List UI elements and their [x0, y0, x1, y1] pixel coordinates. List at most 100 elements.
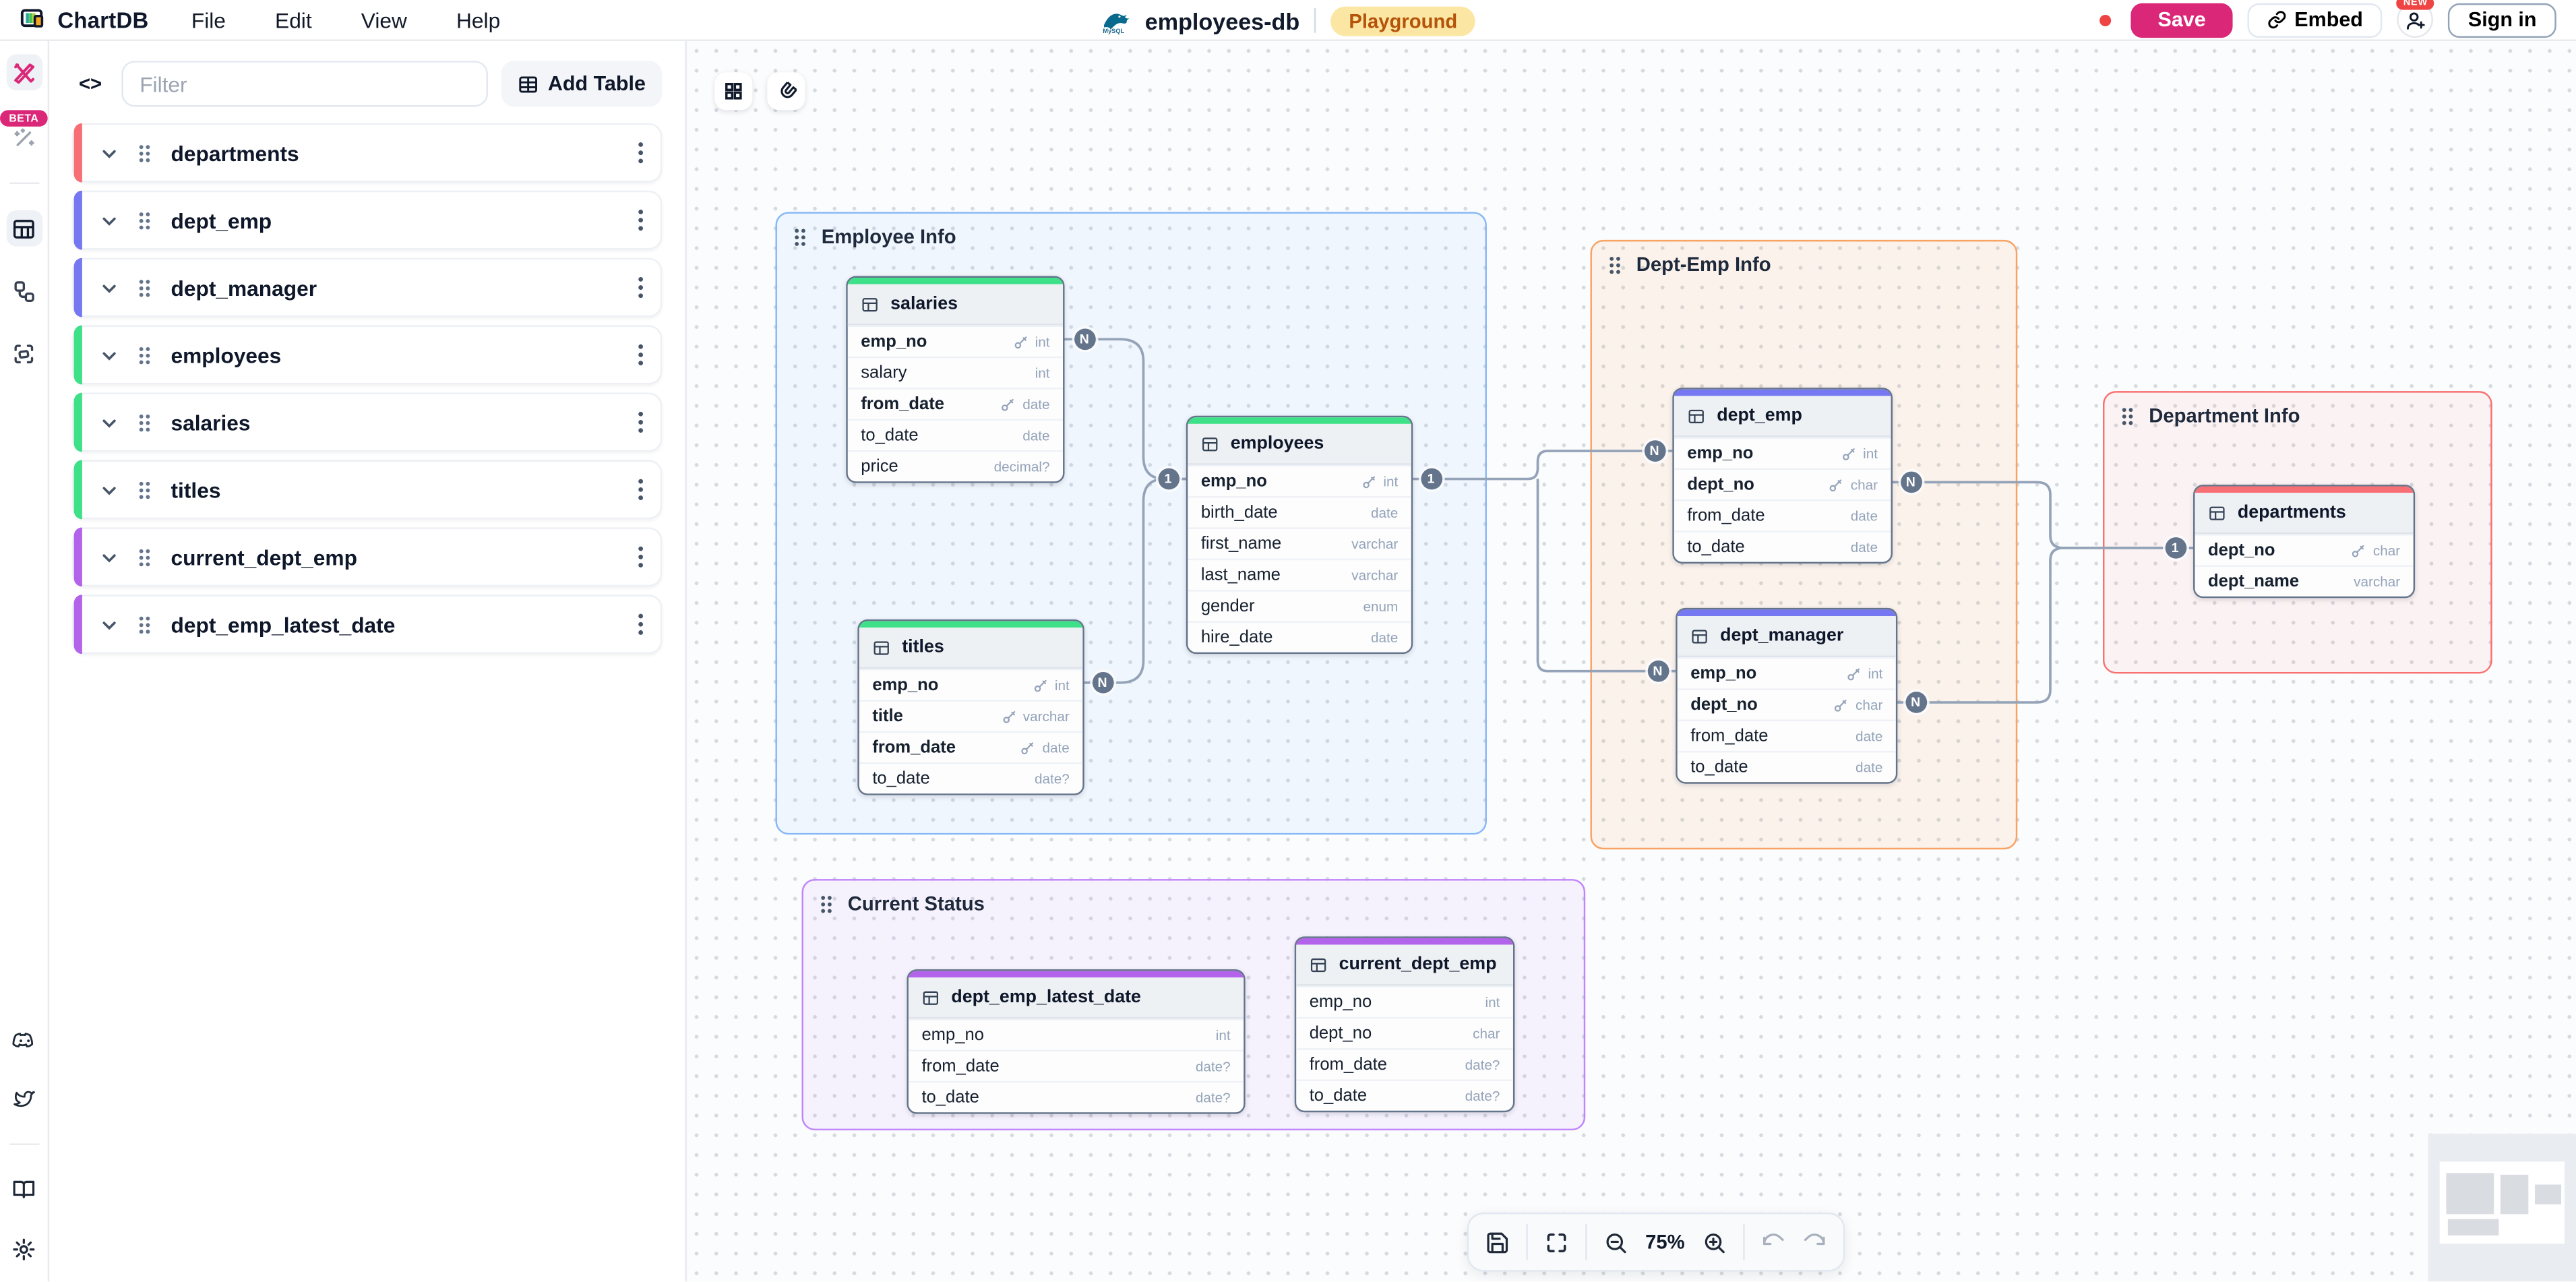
- field-row[interactable]: hire_date date: [1188, 621, 1411, 652]
- field-row[interactable]: last_name varchar: [1188, 558, 1411, 590]
- zoom-out-button[interactable]: [1604, 1229, 1629, 1254]
- chevron-down-icon[interactable]: [100, 413, 119, 431]
- table-header[interactable]: salaries: [847, 284, 1064, 326]
- snap-magnet-button[interactable]: [767, 72, 805, 111]
- drag-handle-icon[interactable]: [138, 210, 152, 231]
- add-table-button[interactable]: Add Table: [500, 61, 663, 107]
- field-row[interactable]: dept_no char: [1296, 1016, 1513, 1048]
- twitter-link[interactable]: [6, 1081, 42, 1118]
- kebab-menu-icon[interactable]: [638, 545, 644, 568]
- field-row[interactable]: to_date date?: [908, 1080, 1244, 1112]
- field-row[interactable]: from_date date: [859, 731, 1083, 762]
- field-row[interactable]: salary int: [847, 356, 1064, 388]
- chevron-down-icon[interactable]: [100, 548, 119, 566]
- drag-handle-icon[interactable]: [820, 893, 833, 915]
- redo-button[interactable]: [1802, 1229, 1827, 1254]
- drag-handle-icon[interactable]: [2121, 405, 2135, 427]
- embed-button[interactable]: Embed: [2246, 2, 2383, 37]
- drag-handle-icon[interactable]: [138, 412, 152, 433]
- drag-handle-icon[interactable]: [138, 613, 152, 635]
- field-row[interactable]: emp_no int: [1296, 985, 1513, 1017]
- kebab-menu-icon[interactable]: [638, 276, 644, 299]
- table-header[interactable]: departments: [2195, 493, 2414, 535]
- diagram-name[interactable]: employees-db: [1144, 7, 1300, 34]
- invite-user-button[interactable]: NEW: [2397, 0, 2434, 38]
- field-row[interactable]: emp_no int: [847, 325, 1064, 357]
- field-row[interactable]: price decimal?: [847, 450, 1064, 481]
- table-header[interactable]: titles: [859, 628, 1083, 669]
- tables-panel-button[interactable]: [5, 210, 42, 247]
- diagram-canvas[interactable]: Employee Info Dept-Emp Info Department I…: [686, 40, 2576, 1282]
- sidebar-item-dept_manager[interactable]: dept_manager: [72, 257, 663, 317]
- field-row[interactable]: from_date date?: [1296, 1048, 1513, 1079]
- zoom-level[interactable]: 75%: [1645, 1230, 1685, 1254]
- sidebar-item-dept_emp_latest_date[interactable]: dept_emp_latest_date: [72, 594, 663, 654]
- diagram-table-salaries[interactable]: salaries emp_no int salary int from_date…: [846, 276, 1065, 483]
- field-row[interactable]: birth_date date: [1188, 496, 1411, 527]
- field-row[interactable]: emp_no int: [1677, 657, 1896, 688]
- field-row[interactable]: to_date date: [847, 419, 1064, 450]
- menu-help[interactable]: Help: [456, 7, 501, 32]
- field-row[interactable]: dept_no char: [1677, 688, 1896, 719]
- save-diagram-button[interactable]: [1485, 1229, 1510, 1254]
- kebab-menu-icon[interactable]: [638, 613, 644, 636]
- kebab-menu-icon[interactable]: [638, 410, 644, 433]
- save-button[interactable]: Save: [2131, 2, 2232, 37]
- field-row[interactable]: emp_no int: [859, 669, 1083, 700]
- chevron-down-icon[interactable]: [100, 346, 119, 364]
- kebab-menu-icon[interactable]: [638, 142, 644, 164]
- kebab-menu-icon[interactable]: [638, 209, 644, 232]
- field-row[interactable]: dept_no char: [2195, 534, 2414, 565]
- chevron-down-icon[interactable]: [100, 211, 119, 229]
- sign-in-button[interactable]: Sign in: [2448, 2, 2556, 37]
- diagram-table-current_dept_emp[interactable]: current_dept_emp emp_no int dept_no char…: [1294, 936, 1515, 1113]
- drag-handle-icon[interactable]: [138, 142, 152, 164]
- magic-wand-button[interactable]: [6, 120, 42, 156]
- drag-handle-icon[interactable]: [138, 479, 152, 501]
- kebab-menu-icon[interactable]: [638, 478, 644, 501]
- chevron-down-icon[interactable]: [100, 615, 119, 634]
- editor-pencils-button[interactable]: [5, 54, 42, 91]
- diagram-table-titles[interactable]: titles emp_no int title varchar from_dat…: [857, 619, 1084, 795]
- relationships-panel-button[interactable]: [6, 273, 42, 309]
- sidebar-item-dept_emp[interactable]: dept_emp: [72, 190, 663, 250]
- chevron-down-icon[interactable]: [100, 481, 119, 499]
- field-row[interactable]: emp_no int: [908, 1018, 1244, 1049]
- discord-link[interactable]: [6, 1022, 42, 1058]
- chevron-down-icon[interactable]: [100, 144, 119, 162]
- field-row[interactable]: gender enum: [1188, 590, 1411, 621]
- sidebar-item-titles[interactable]: titles: [72, 460, 663, 520]
- table-header[interactable]: dept_emp_latest_date: [908, 977, 1244, 1019]
- table-header[interactable]: dept_emp: [1674, 396, 1891, 437]
- code-view-button[interactable]: <>: [78, 72, 102, 96]
- undo-button[interactable]: [1760, 1229, 1785, 1254]
- sidebar-item-salaries[interactable]: salaries: [72, 392, 663, 452]
- menu-view[interactable]: View: [361, 7, 407, 32]
- field-row[interactable]: to_date date?: [859, 762, 1083, 793]
- menu-edit[interactable]: Edit: [275, 7, 312, 32]
- field-row[interactable]: to_date date: [1674, 530, 1891, 561]
- zoom-in-button[interactable]: [1701, 1229, 1726, 1254]
- menu-file[interactable]: File: [191, 7, 226, 32]
- field-row[interactable]: dept_no char: [1674, 468, 1891, 499]
- sidebar-item-employees[interactable]: employees: [72, 325, 663, 385]
- field-row[interactable]: from_date date: [1674, 499, 1891, 530]
- filter-input[interactable]: [121, 61, 487, 107]
- kebab-menu-icon[interactable]: [638, 343, 644, 366]
- field-row[interactable]: from_date date?: [908, 1049, 1244, 1081]
- field-row[interactable]: from_date date: [847, 388, 1064, 419]
- drag-handle-icon[interactable]: [138, 277, 152, 299]
- diagram-table-dept_emp_latest_date[interactable]: dept_emp_latest_date emp_no int from_dat…: [907, 969, 1246, 1114]
- areas-panel-button[interactable]: [6, 335, 42, 371]
- field-row[interactable]: from_date date: [1677, 719, 1896, 751]
- sidebar-item-departments[interactable]: departments: [72, 123, 663, 183]
- drag-handle-icon[interactable]: [138, 546, 152, 568]
- diagram-table-departments[interactable]: departments dept_no char dept_name varch…: [2193, 485, 2416, 599]
- field-row[interactable]: title varchar: [859, 700, 1083, 731]
- drag-handle-icon[interactable]: [793, 226, 807, 247]
- drag-handle-icon[interactable]: [1608, 254, 1622, 276]
- diagram-table-employees[interactable]: employees emp_no int birth_date date fir…: [1186, 415, 1413, 654]
- drag-handle-icon[interactable]: [138, 344, 152, 366]
- table-header[interactable]: employees: [1188, 423, 1411, 465]
- chevron-down-icon[interactable]: [100, 278, 119, 297]
